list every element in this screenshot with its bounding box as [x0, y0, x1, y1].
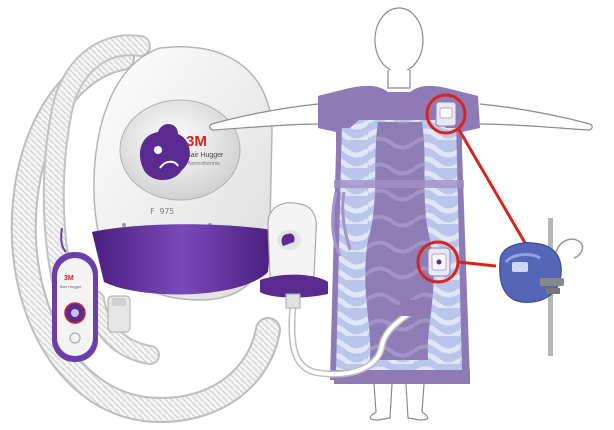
connector-line-upper [458, 128, 528, 248]
display-button-left[interactable] [122, 223, 126, 227]
hose-connector [108, 296, 130, 332]
pole-clamp-icon [500, 243, 564, 303]
gown-port-icon [428, 248, 450, 276]
purple-base-band [92, 224, 272, 294]
temperature-display: F 975 [150, 207, 174, 216]
warming-unit-group: 3M Bair Hugger Normothermia F 975 3M Bai… [24, 45, 272, 410]
product-subtitle: Normothermia [188, 161, 220, 167]
warming-unit-body: 3M Bair Hugger Normothermia F 975 [92, 47, 272, 300]
small-warming-unit [260, 203, 328, 308]
gown-port-upper [436, 102, 456, 126]
remote-brand: Bair Hugger [60, 284, 82, 289]
product-name: Bair Hugger [186, 152, 224, 159]
brand-3m-logo: 3M [186, 133, 207, 150]
remote-dial-center [71, 309, 79, 317]
remote-3m-logo: 3M [64, 275, 74, 282]
